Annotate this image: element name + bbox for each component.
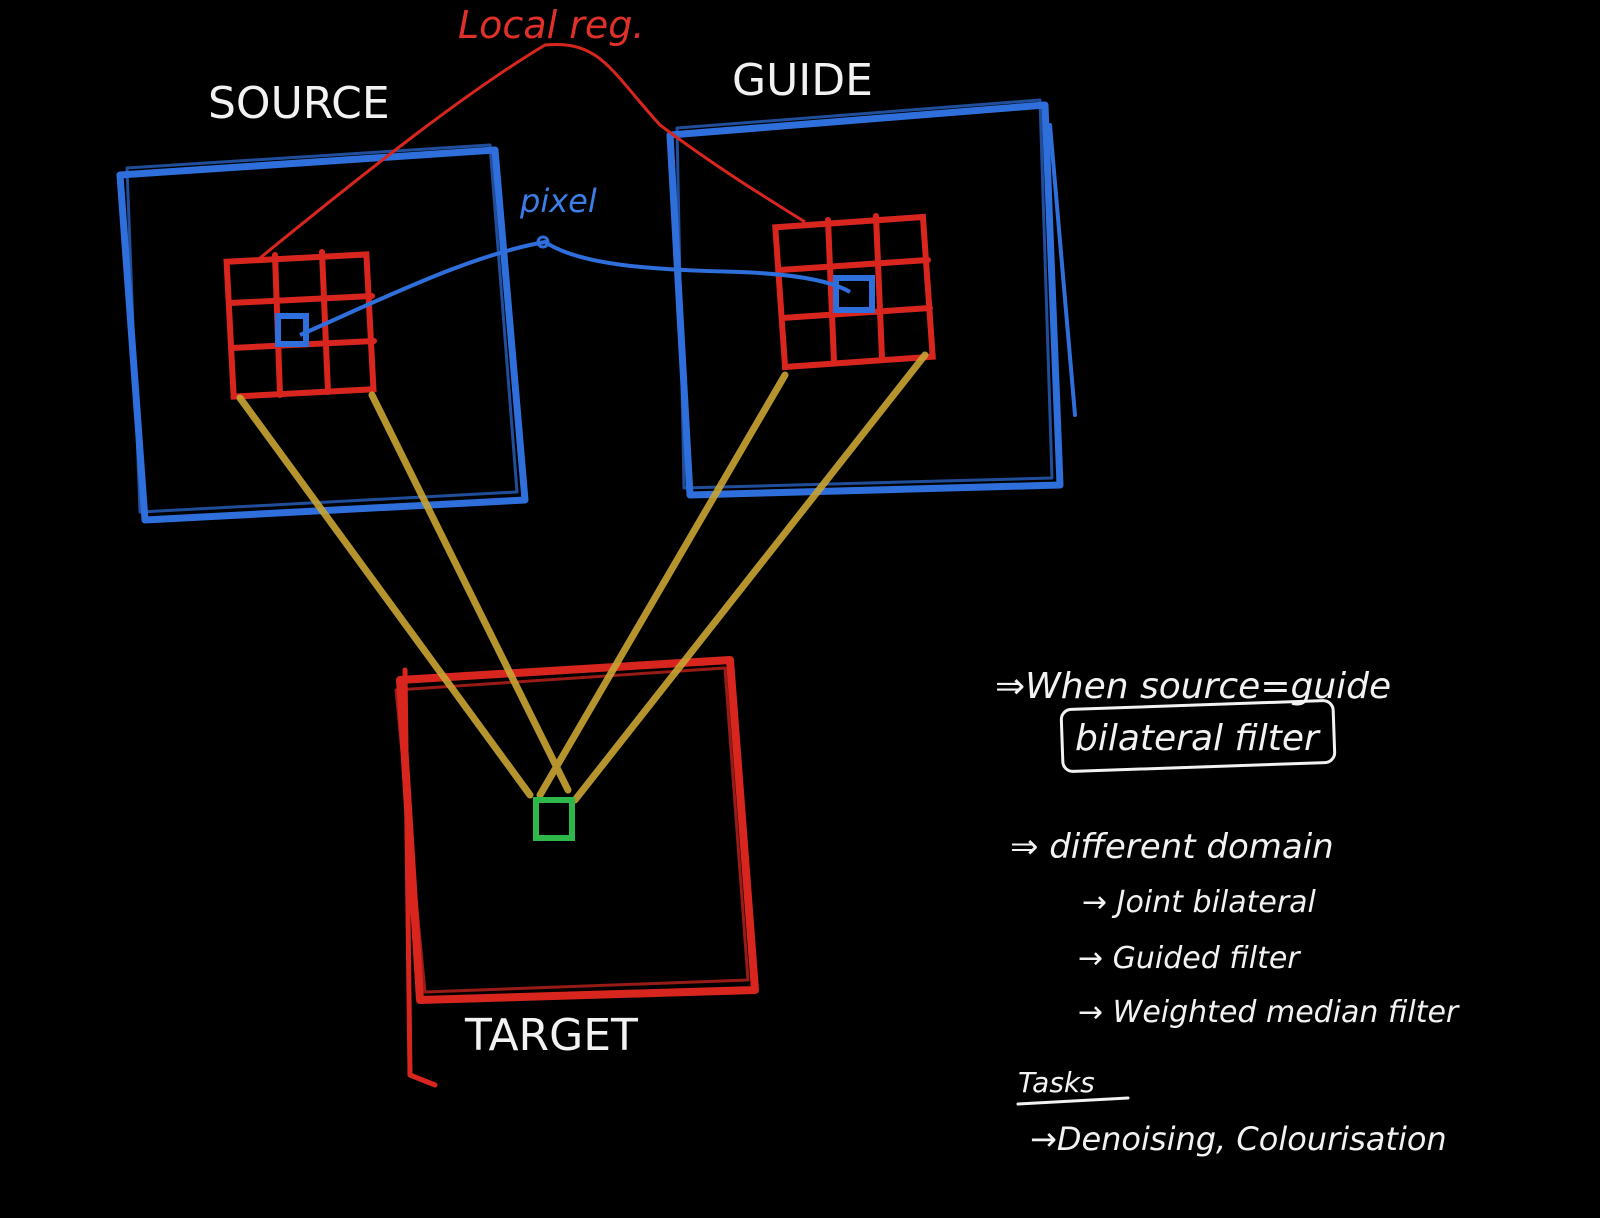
source-center-pixel (275, 313, 309, 347)
local-reg-label: Local reg. (458, 3, 644, 47)
target-output-pixel (533, 797, 575, 841)
pixel-marker (536, 235, 550, 249)
source-label: SOURCE (208, 78, 390, 129)
source-frame (116, 143, 529, 524)
local-reg-connector (259, 42, 806, 260)
target-frame (394, 656, 759, 1088)
note-item-weighted-median: → Weighted median filter (1078, 995, 1460, 1030)
bilateral-filter-box (1059, 699, 1337, 773)
pixel-label: pixel (519, 182, 597, 220)
note-tasks-heading: Tasks (1018, 1066, 1095, 1099)
guide-center-pixel (833, 275, 875, 313)
tasks-underline (1016, 1096, 1130, 1106)
guide-window-grid (772, 213, 936, 371)
target-label: TARGET (464, 1010, 638, 1061)
source-window-grid (223, 249, 377, 400)
note-bilateral-filter: bilateral filter (1075, 718, 1321, 759)
guide-frame (666, 98, 1077, 499)
projection-lines (236, 351, 929, 804)
note-different-domain: ⇒ different domain (1010, 827, 1334, 867)
note-item-joint-bilateral: → Joint bilateral (1082, 885, 1317, 920)
guide-label: GUIDE (732, 55, 873, 106)
note-when-source-guide: ⇒When source=guide (995, 666, 1391, 707)
note-item-guided-filter: → Guided filter (1078, 941, 1301, 976)
notes-block: ⇒When source=guide bilateral filter ⇒ di… (995, 666, 1460, 1158)
pixel-connector (299, 239, 852, 337)
note-tasks-line: →Denoising, Colourisation (1030, 1120, 1447, 1158)
